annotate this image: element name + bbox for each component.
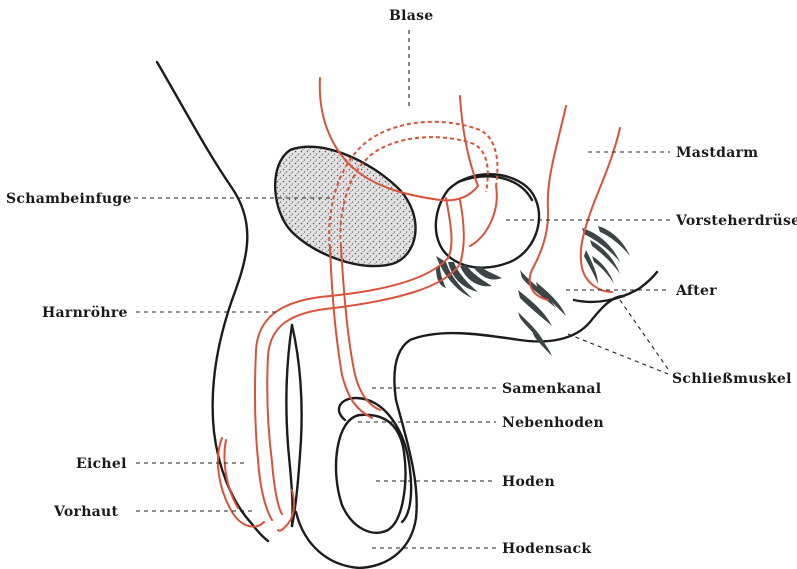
prostate-inner-outline: [458, 176, 532, 200]
label-rectum: Mastdarm: [676, 145, 758, 161]
label-vas-deferens: Samenkanal: [502, 381, 601, 397]
label-scrotum: Hodensack: [502, 541, 591, 557]
label-bladder: Blase: [389, 8, 434, 24]
leader-sphincter-b: [568, 334, 668, 374]
rectum-left-wall: [530, 106, 566, 300]
rectum-right-wall: [581, 128, 620, 292]
penis-underside-outline: [286, 325, 292, 526]
label-urethra: Harnröhre: [42, 305, 128, 321]
bladder-wall-right: [460, 96, 478, 186]
abdomen-outline: [157, 62, 268, 541]
seminal-duct: [470, 186, 497, 246]
vas-deferens-left: [330, 248, 372, 418]
label-testis: Hoden: [502, 474, 555, 490]
scrotum-outline: [296, 296, 624, 568]
label-epididymis: Nebenhoden: [502, 415, 604, 431]
pubic-symphysis-bone: [275, 147, 415, 266]
leader-sphincter-a: [620, 300, 670, 372]
label-prostate: Vorsteherdrüse: [675, 213, 797, 229]
label-glans: Eichel: [76, 456, 127, 472]
glans-inner-outline: [225, 440, 239, 508]
label-foreskin: Vorhaut: [53, 504, 119, 520]
testis-outline: [336, 415, 405, 533]
label-anus: After: [675, 283, 717, 299]
anal-sphincter-lower-muscle: [518, 270, 566, 356]
vas-deferens-right: [341, 246, 380, 410]
anal-sphincter-upper-muscle: [582, 226, 630, 284]
label-sphincter: Schließmuskel: [672, 371, 792, 387]
label-pubic-symphysis: Schambeinfuge: [6, 191, 132, 207]
